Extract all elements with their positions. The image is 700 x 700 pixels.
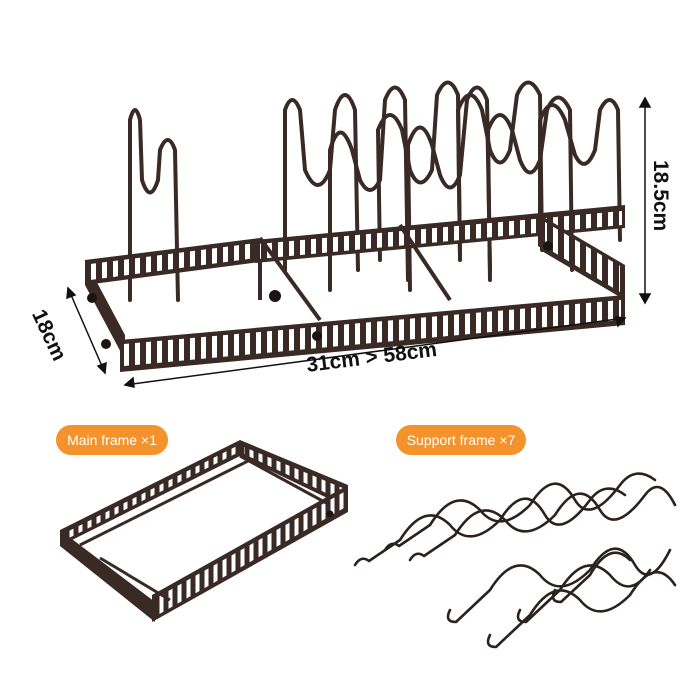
connector-rods <box>258 223 452 322</box>
support-frames-assembled <box>128 80 622 302</box>
support-frames-illustration <box>353 472 677 649</box>
left-end-rail <box>85 260 125 360</box>
height-dimension-label: 18.5cm <box>649 160 672 232</box>
assembled-rack-illustration <box>66 80 652 388</box>
support-frame-badge: Support frame ×7 <box>396 425 526 455</box>
right-end-rail <box>540 215 625 300</box>
left-side-rail <box>85 238 260 285</box>
main-frame-badge: Main frame ×1 <box>56 425 168 455</box>
front-rail <box>120 295 625 372</box>
adjust-knobs <box>87 241 553 349</box>
dimension-arrows <box>66 96 652 388</box>
main-frame-illustration <box>60 440 348 622</box>
back-rail <box>255 205 625 263</box>
